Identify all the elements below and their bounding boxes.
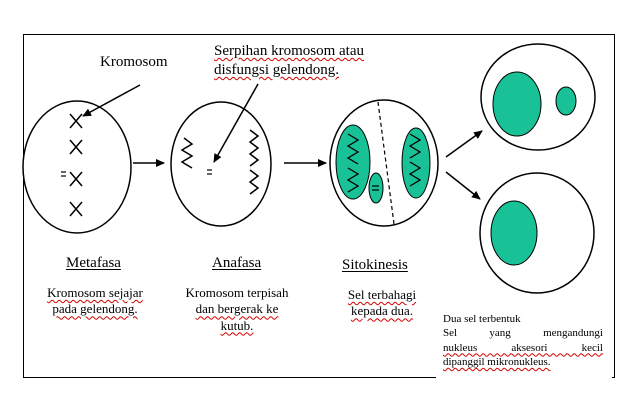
note-line4: dipanggil mikronukleus. [443,355,551,368]
sitokinesis-desc-line2: kepada dua. [350,303,414,319]
daughter-top-nucleus [492,71,542,137]
anafasa-title: Anafasa [212,255,262,271]
metaphase-chromosomes [69,113,83,217]
diagram-frame [23,34,615,378]
fragment-label-line1: Serpihan kromosom atau [214,43,364,59]
anaphase-fragment [207,169,212,175]
note-line2: Sel yang mengandungi [443,327,603,340]
cytokinesis-right-nucleus [401,127,431,199]
kromosom-pointer-arrow [82,84,141,117]
note-box [436,304,612,380]
sitokinesis-description: Sel terbahagi kepada dua. [322,287,442,320]
arrow-to-daughter-bottom [445,171,481,200]
anafasa-desc-line1: Kromosom terpisah [185,285,289,300]
anaphase-cell [170,101,272,227]
daughter-bottom-nucleus [490,200,538,266]
arrow-to-daughter-top [445,130,483,158]
cytokinesis-fragment [372,185,379,191]
metaphase-cell [22,100,132,234]
kromosom-label: Kromosom [100,54,168,70]
anafasa-description: Kromosom terpisah dan bergerak ke kutub. [172,285,302,334]
note-line1: Dua sel terbentuk [443,313,521,325]
metaphase-fragment [61,171,66,177]
fragment-label: Serpihan kromosom atau disfungsi gelendo… [214,42,364,80]
metafasa-desc-line1: Kromosom sejajar [47,285,143,300]
note-line3: nukleus aksesori kecil [443,341,603,354]
fragment-pointer-arrow [213,83,259,163]
note-text: Dua sel terbentuk Sel yang mengandungi n… [443,312,603,369]
cytokinesis-micronucleus [368,172,384,204]
anafasa-desc-line2: dan bergerak ke [195,301,279,317]
metafasa-desc-line2: pada gelendong. [52,301,138,317]
fragment-label-line2: disfungsi gelendong. [214,61,339,78]
daughter-top-micronucleus [555,86,577,116]
cytokinesis-left-nucleus [335,124,371,200]
sitokinesis-title: Sitokinesis [342,257,408,273]
cytokinesis-chromosomes [346,133,422,193]
metafasa-title: Metafasa [66,255,121,271]
metafasa-description: Kromosom sejajar pada gelendong. [30,285,160,318]
anaphase-chromosomes [180,129,260,195]
sitokinesis-desc-line1: Sel terbahagi [347,287,417,302]
anafasa-desc-line3: kutub. [220,317,254,333]
